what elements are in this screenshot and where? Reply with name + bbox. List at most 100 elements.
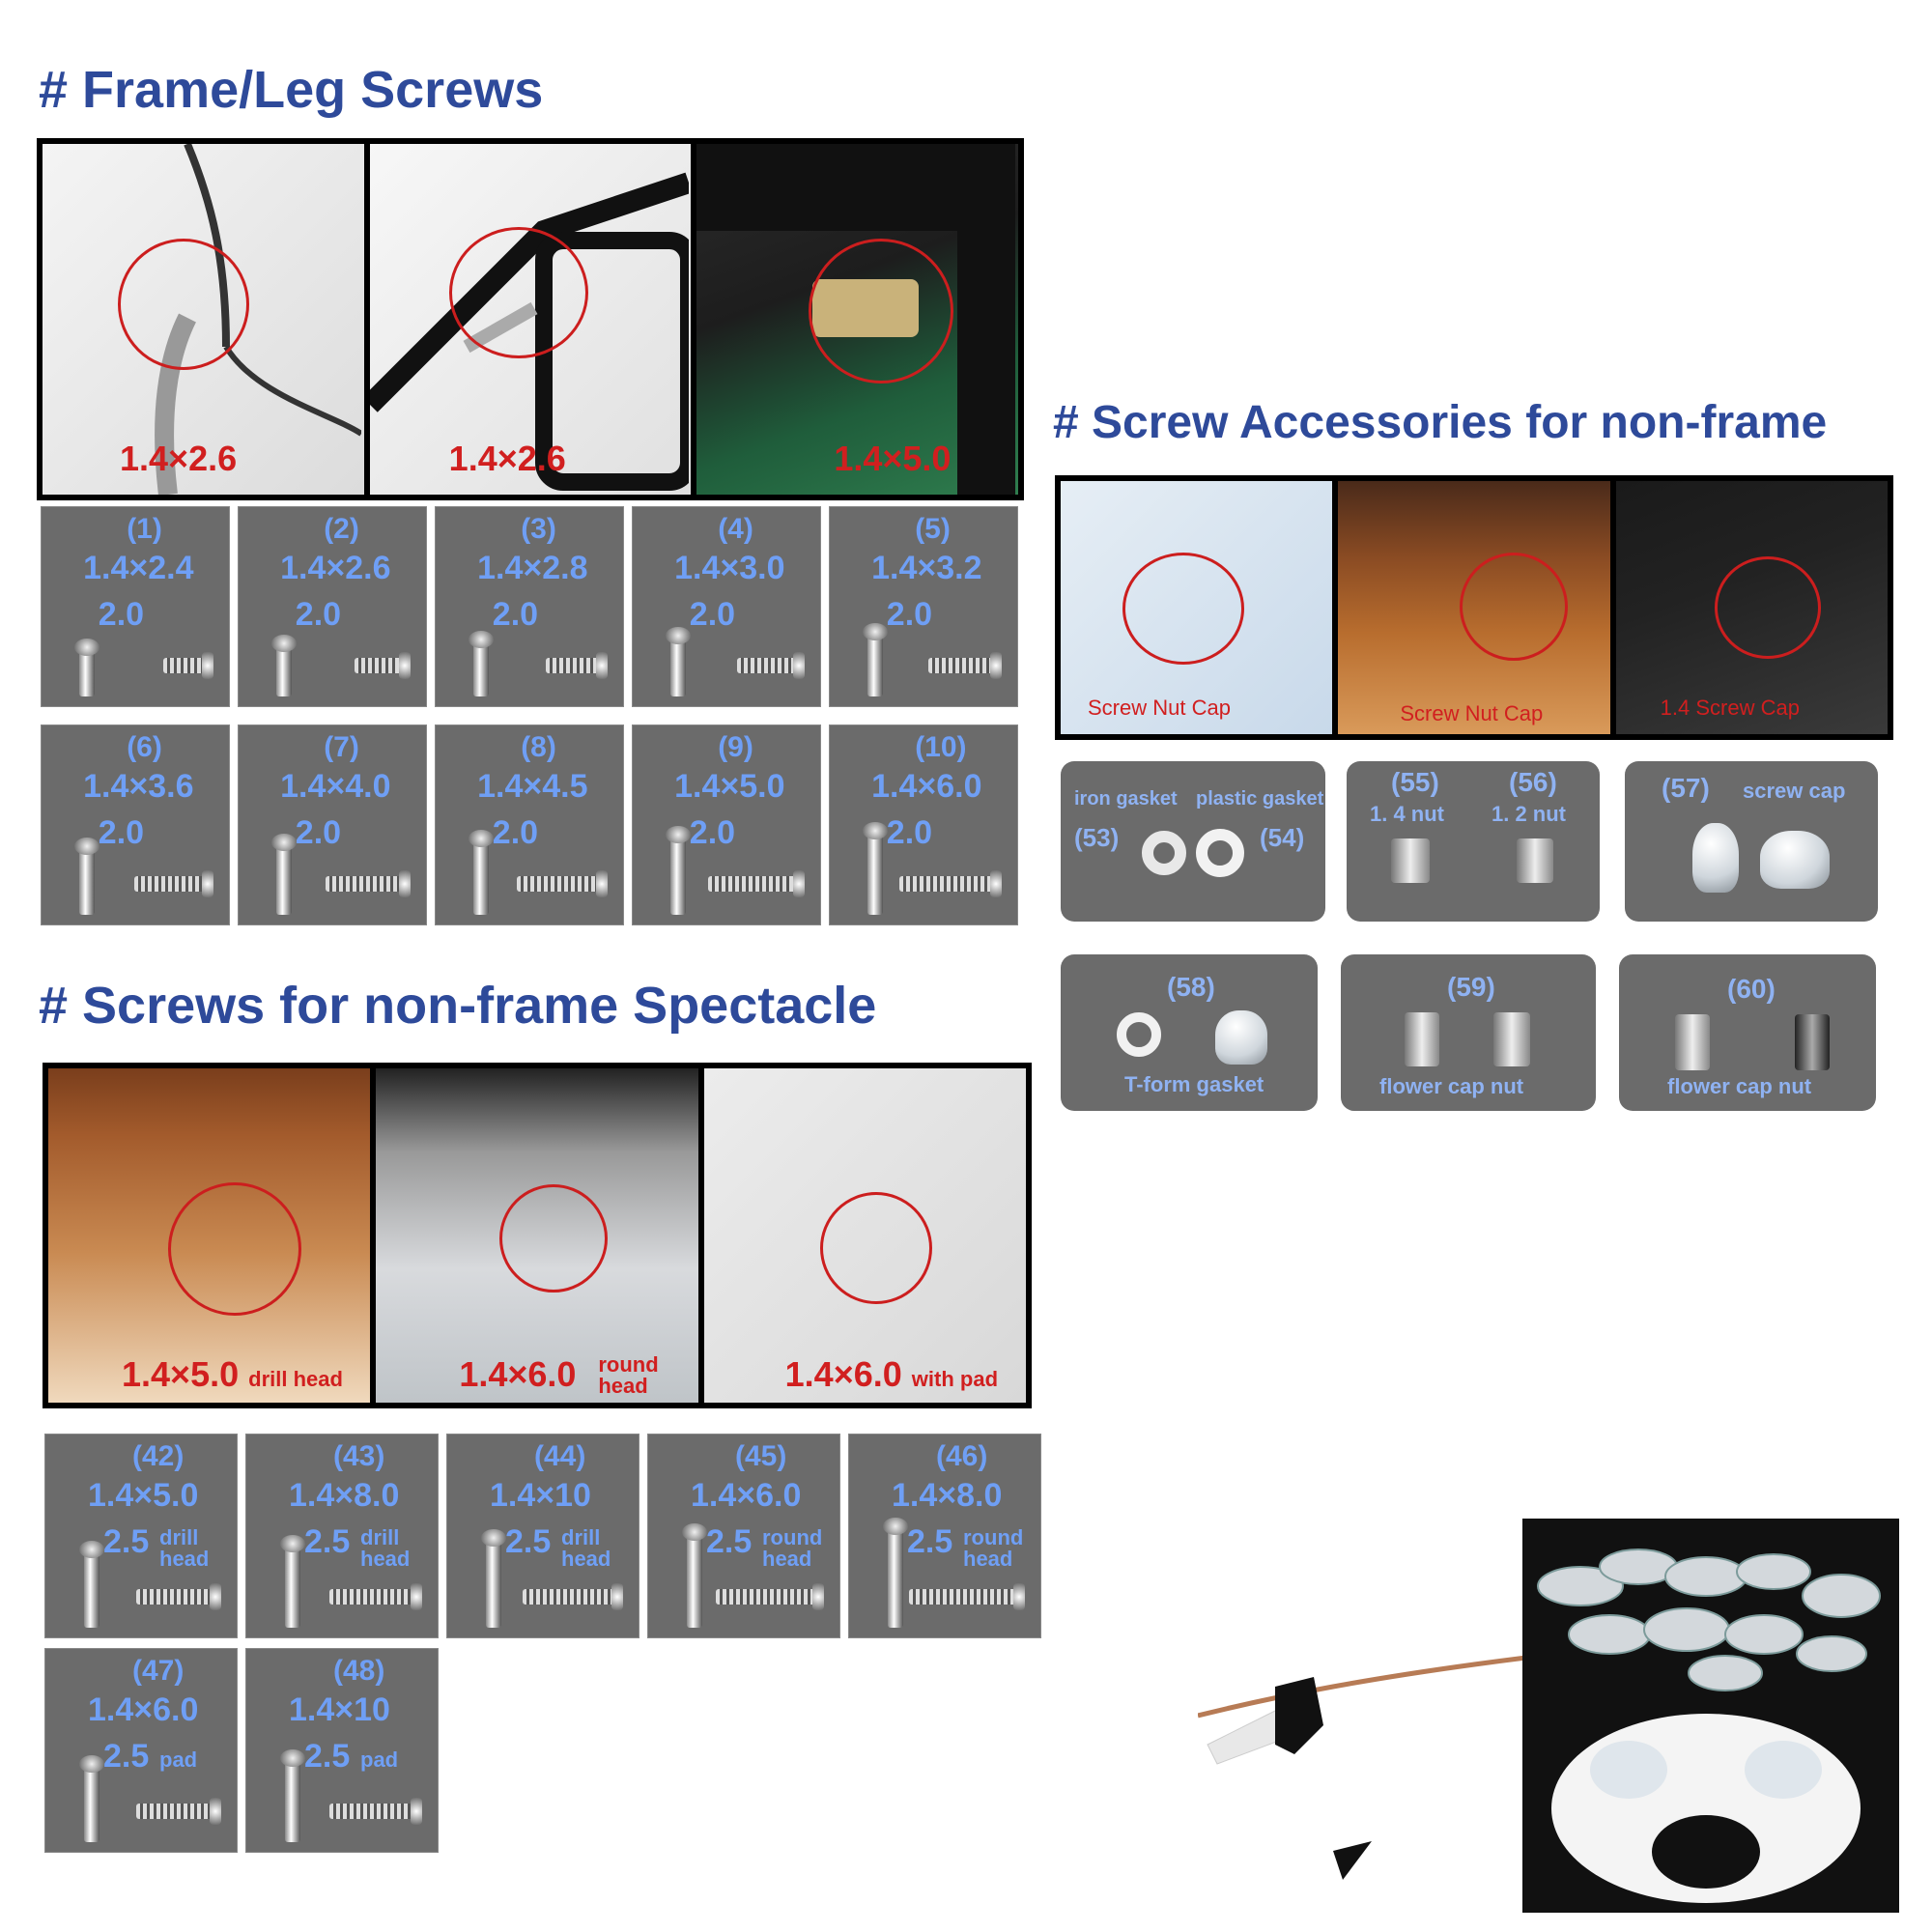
frame-photo-2: 1.4×2.6 [369, 144, 692, 495]
note-line: pad [159, 1747, 198, 1772]
screw-thread-icon [329, 1583, 422, 1610]
screw-side-icon [79, 1755, 104, 1842]
photo-caption: 1.4×5.0 drill head [122, 1354, 343, 1394]
hex-nut-1-2-icon [1517, 838, 1553, 883]
note-line: pad [360, 1747, 399, 1772]
screw-thread-icon [716, 1583, 824, 1610]
screw-head-diameter: 2.0 [98, 814, 145, 851]
screw-head-diameter: 2.0 [492, 596, 539, 633]
nose-pads-illustration [1537, 1548, 1881, 1903]
screw-thread-icon [326, 870, 411, 897]
screw-thread-icon [546, 652, 608, 679]
screw-size: 1.4×3.6 [83, 768, 194, 805]
screw-number: (9) [718, 731, 753, 763]
screw-size: 1.4×4.5 [477, 768, 588, 805]
screw-size: 1.4×6.0 [871, 768, 982, 805]
screw-head-diameter: 2.5 [103, 1738, 150, 1775]
screw-head-diameter: 2.0 [492, 814, 539, 851]
screw-thread-icon [737, 652, 805, 679]
photo-caption: Screw Nut Cap [1400, 701, 1544, 725]
screw-number: (1) [127, 513, 162, 545]
photo-caption: 1.4 Screw Cap [1660, 696, 1800, 720]
photo-caption: 1.4×6.0 [459, 1354, 577, 1394]
t-gasket-icon [1215, 1010, 1267, 1065]
screw-thread-icon [909, 1583, 1025, 1610]
screw-number: (6) [127, 731, 162, 763]
screw-cap-icon [1760, 831, 1830, 889]
screw-side-icon [271, 834, 298, 915]
note-line: drill [360, 1525, 400, 1549]
screw-number: (42) [132, 1440, 185, 1472]
screw-side-icon [271, 635, 298, 696]
screw-head-diameter: 2.0 [98, 596, 145, 633]
screw-side-icon [863, 822, 889, 915]
screw-head-diameter: 2.5 [505, 1523, 552, 1560]
screw-number: (47) [132, 1655, 185, 1687]
screw-head-diameter: 2.5 [304, 1523, 351, 1560]
screw-side-icon [481, 1529, 506, 1628]
screw-side-icon [280, 1535, 305, 1628]
screw-thread-icon [355, 652, 411, 679]
screw-thread-icon [136, 1798, 221, 1825]
screw-head-diameter: 2.0 [295, 814, 342, 851]
screw-thread-icon [329, 1798, 422, 1825]
note-line: round [963, 1525, 1024, 1549]
screw-number: (43) [333, 1440, 385, 1472]
screw-thread-icon [523, 1583, 623, 1610]
t-gasket-icon [1117, 1012, 1161, 1057]
accessory-photo-2: Screw Nut Cap [1338, 481, 1610, 734]
note-line: head [159, 1547, 210, 1571]
screw-side-icon [666, 627, 692, 696]
highlight-circle [1122, 553, 1244, 665]
screw-number: (44) [534, 1440, 586, 1472]
screw-side-icon [863, 623, 889, 696]
screw-number: (3) [521, 513, 556, 545]
note-line: round [762, 1525, 823, 1549]
screw-tile: (5) 1.4×3.2 2.0 [829, 506, 1018, 707]
nonframe-photo-1: 1.4×5.0 drill head [48, 1068, 371, 1403]
screw-size: 1.4×3.0 [674, 550, 785, 586]
screw-number: (8) [521, 731, 556, 763]
iron-gasket-icon [1142, 831, 1186, 875]
screw-head-diameter: 2.5 [706, 1523, 753, 1560]
screw-tile: (8) 1.4×4.5 2.0 [435, 724, 624, 925]
flower-cap-nut-icon [1675, 1014, 1710, 1070]
accessory-photo-1: Screw Nut Cap [1061, 481, 1333, 734]
accessories-heading: # Screw Accessories for non-frame [1053, 397, 1828, 448]
flower-cap-nut-icon [1795, 1014, 1830, 1070]
screw-head-note: pad [360, 1749, 398, 1771]
accessories-photo-strip: Screw Nut Cap Screw Nut Cap 1.4 Screw Ca… [1055, 475, 1893, 740]
screw-size: 1.4×8.0 [892, 1477, 1003, 1514]
screw-head-diameter: 2.0 [886, 596, 933, 633]
screw-size: 1.4×3.2 [871, 550, 982, 586]
flower-cap-nut-icon [1493, 1012, 1530, 1066]
accessory-photo-3: 1.4 Screw Cap [1615, 481, 1888, 734]
screw-side-icon [74, 838, 100, 915]
note-line: head [360, 1547, 411, 1571]
screw-size: 1.4×8.0 [289, 1477, 400, 1514]
highlight-circle [499, 1184, 609, 1293]
frame-photo-3: 1.4×5.0 [696, 144, 1019, 495]
screw-thread-icon [928, 652, 1002, 679]
screw-side-icon [280, 1749, 305, 1842]
screw-head-diameter: 2.0 [295, 596, 342, 633]
sunglasses-hinge-illustration [696, 144, 1016, 495]
screw-head-diameter: 2.5 [907, 1523, 953, 1560]
note-line: head [963, 1547, 1013, 1571]
ear-grip-illustration [1198, 1655, 1526, 1880]
flower-cap-nut-tile-60: (60) flower cap nut [1619, 954, 1876, 1111]
screw-number: (5) [915, 513, 951, 545]
note-line: drill [159, 1525, 199, 1549]
note-line: head [561, 1547, 611, 1571]
screw-cap-icon [1692, 823, 1739, 893]
screw-number: (10) [915, 731, 967, 763]
